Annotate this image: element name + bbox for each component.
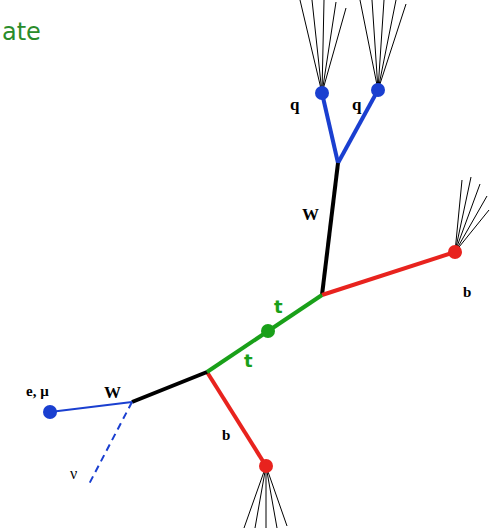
b-dot (448, 245, 462, 259)
heading-fragment: ate (2, 20, 41, 44)
jet-lines (244, 0, 489, 528)
particle-label: W (104, 384, 121, 401)
particle-label: W (302, 206, 319, 223)
top-quark-line (207, 295, 322, 372)
particle-label: b (463, 285, 471, 300)
quark-dot (371, 83, 385, 97)
particle-label: q (290, 96, 299, 113)
particle-label: b (222, 428, 230, 443)
neutrino-line (88, 402, 132, 486)
particle-label: e, μ (26, 384, 49, 399)
b-quark-line (207, 372, 266, 466)
quark-line (338, 90, 378, 163)
b-dot (259, 459, 273, 473)
b-quark-line (322, 252, 455, 295)
particle-label: ν (70, 466, 77, 482)
particle-label: t (244, 352, 253, 370)
particle-label: t (274, 298, 283, 316)
particle-label: q (352, 96, 361, 113)
w-boson-line (132, 372, 207, 402)
vertex-dot (261, 324, 275, 338)
lepton-dot (43, 405, 57, 419)
quark-dot (315, 86, 329, 100)
lepton-line (50, 402, 132, 412)
quark-line (322, 93, 338, 163)
w-boson-line (322, 163, 338, 295)
